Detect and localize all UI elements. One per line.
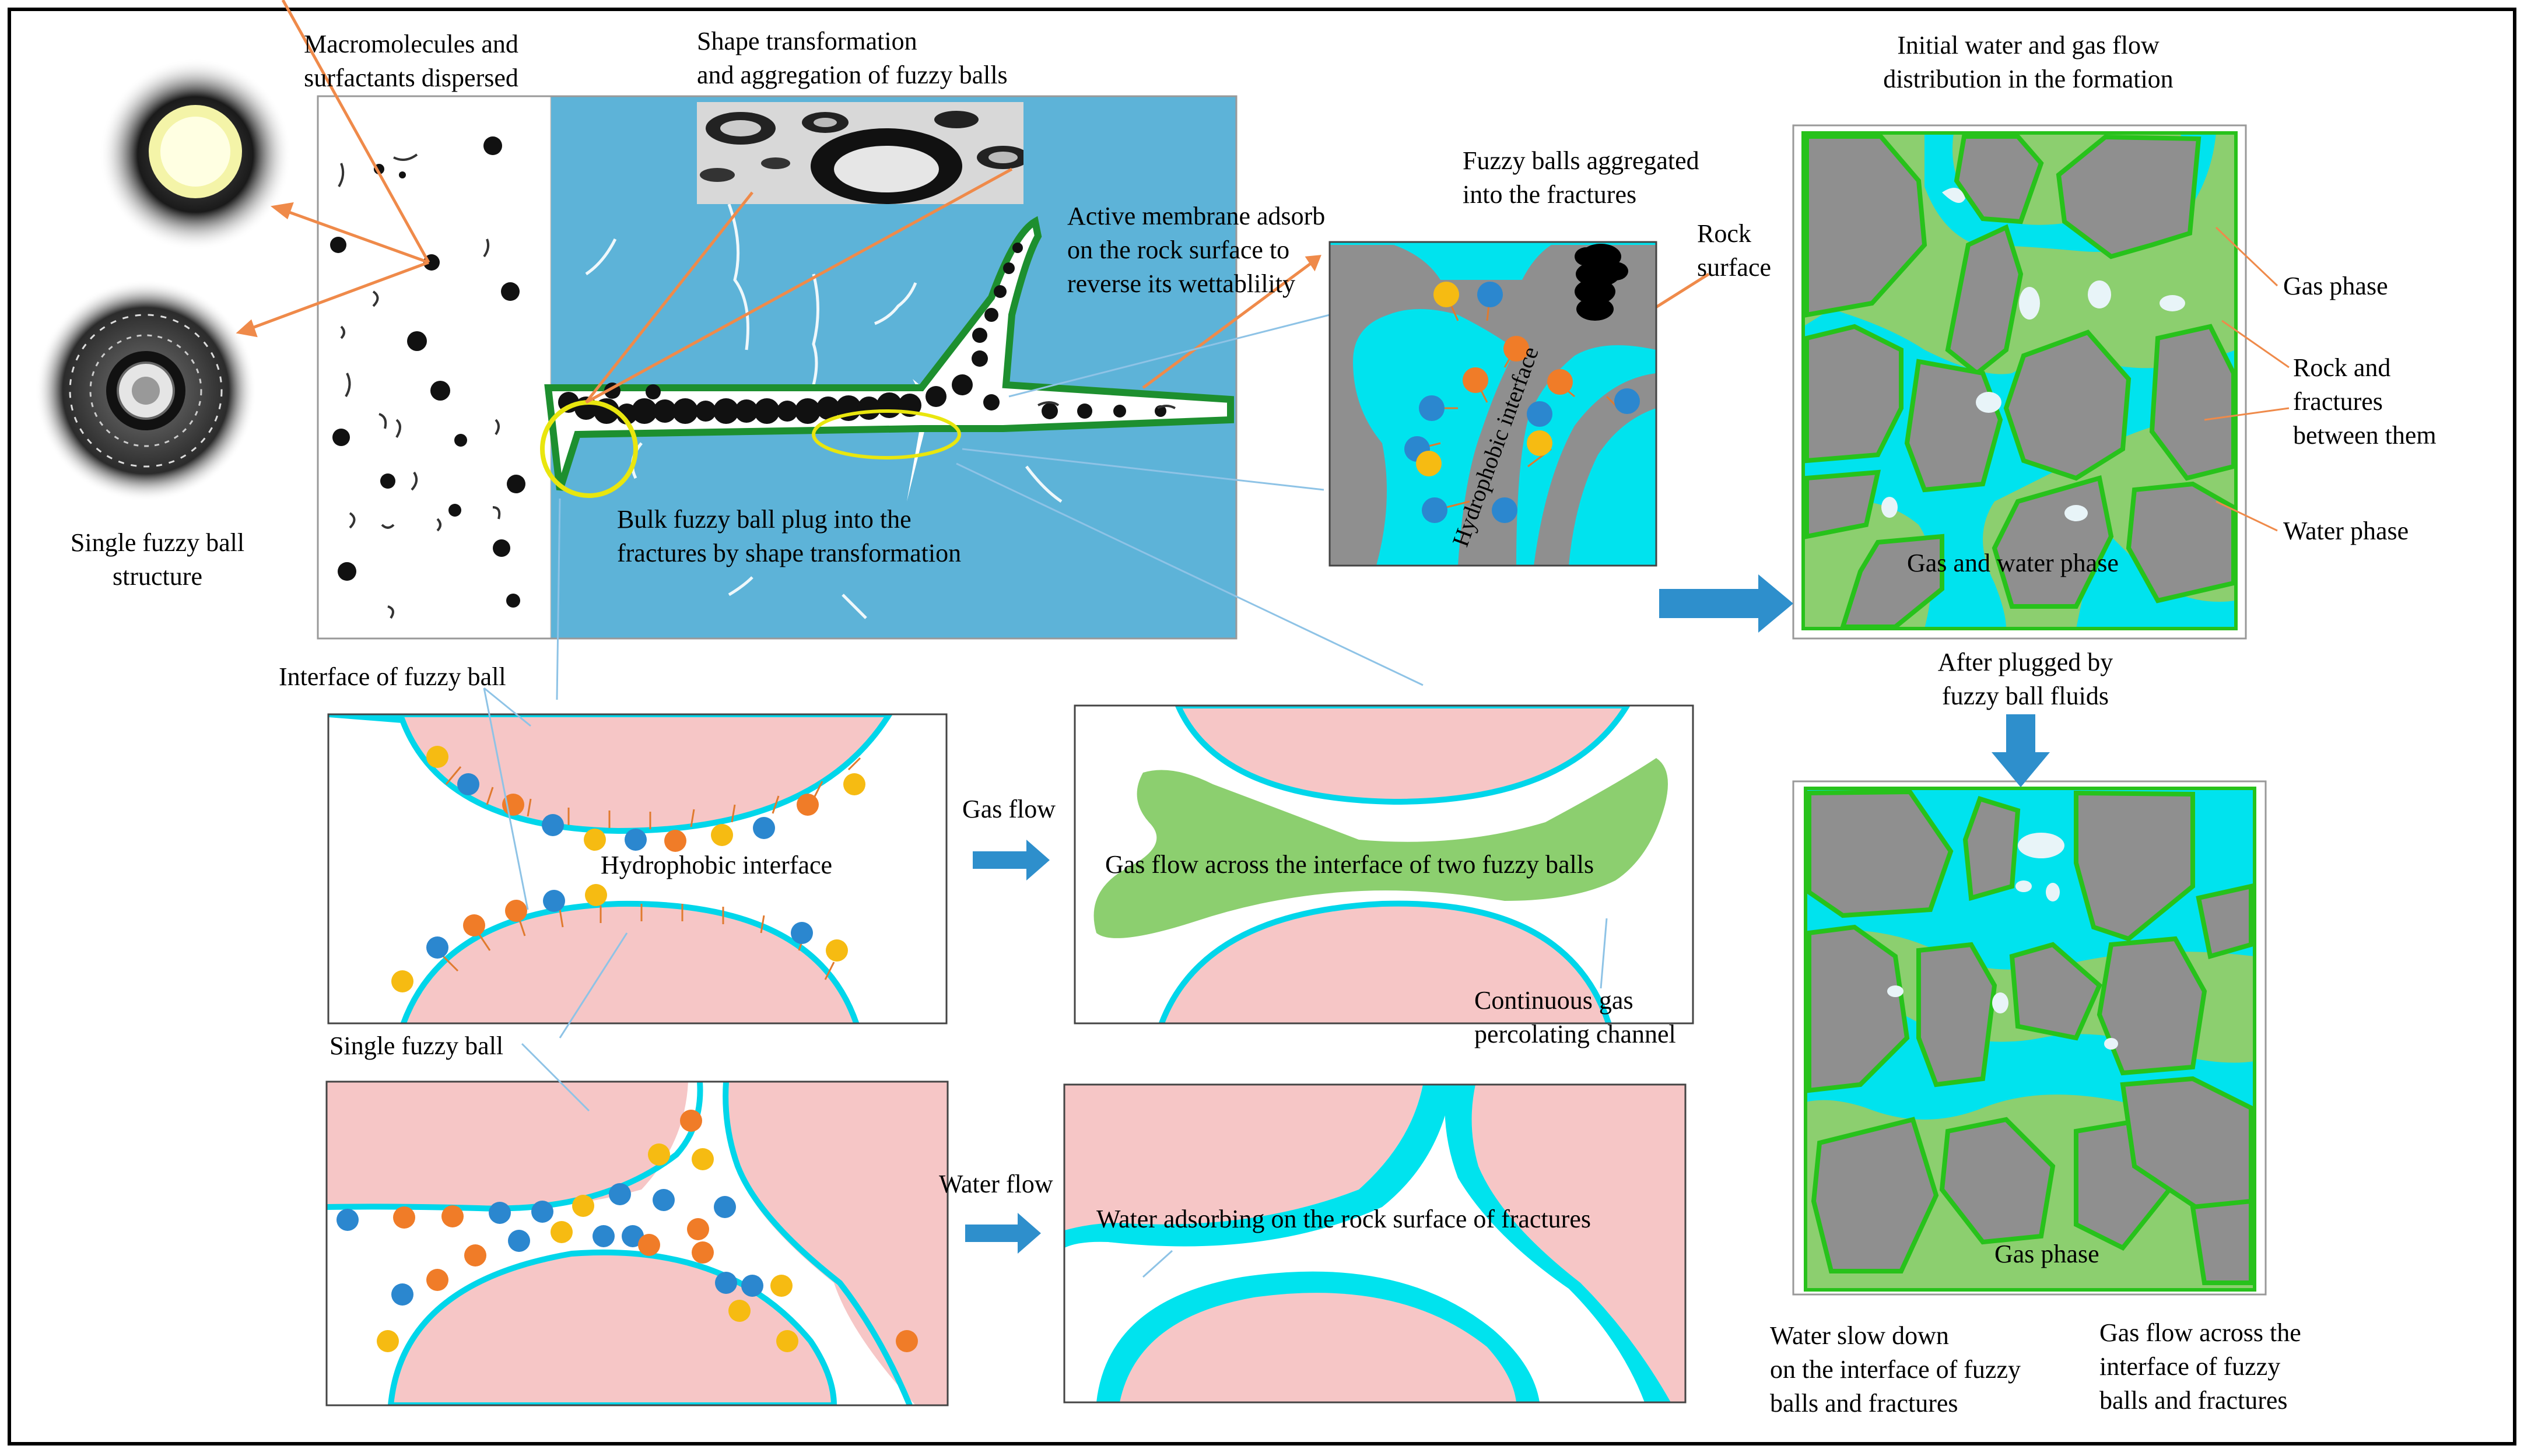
top-left-panel-border [317,95,1238,640]
water-adsorb-panel-border [1063,1083,1687,1404]
dispersion-panel [317,95,552,640]
fuzzy-ball-structure-image [35,280,257,501]
label-slow-1: Water slow down [1770,1321,1949,1350]
macromolecule-dots [330,136,525,608]
arrow-down-formation [1992,714,2050,787]
label-macro-2: surfactants dispersed [304,64,518,92]
formation-plugged-rocks [1807,789,2253,1285]
gas-flow-panel [1075,706,1693,1023]
label-bulk-2: fractures by shape transformation [617,539,961,567]
label-init-1: Initial water and gas flow [1897,31,2160,59]
surfactant-squiggles [338,153,501,619]
label-bulk-1: Bulk fuzzy ball plug into the [617,505,912,534]
label-gas-water: Gas and water phase [1907,549,2119,577]
arrow-gas-flow [973,840,1050,880]
arrow-water-flow [965,1213,1041,1254]
flow-arrows [965,574,2050,1254]
label-active-2: on the rock surface to [1067,236,1289,264]
inset-border [1328,241,1657,567]
pointer-lines [483,687,1608,1278]
labels: Macromolecules and surfactants dispersed… [71,27,2437,1418]
label-rockfrac-1: Rock and [2293,353,2390,382]
label-active-3: reverse its wettablility [1067,269,1295,298]
label-hydrophobic: Hydrophobic interface [601,851,832,879]
formation-initial-rocks [1804,134,2236,629]
formation-plugged-bubbles [1887,833,2118,1050]
formation-initial-outer [1792,124,2247,640]
label-rockfrac-3: between them [2293,421,2437,450]
label-gas-across: Gas flow across the interface of two fuz… [1105,850,1594,879]
fuzzy-ball-photo-top [99,58,292,251]
label-slow-2: on the interface of fuzzy [1770,1355,2021,1384]
label-init-2: distribution in the formation [1883,65,2173,93]
formation-plugged-panel [1806,788,2255,1290]
label-shape-1: Shape transformation [697,27,917,55]
label-slow-3: balls and fractures [1770,1389,1958,1418]
label-gas-flow: Gas flow [962,795,1056,823]
water-interface-panel-border [325,1080,949,1406]
label-gasacr-2: interface of fuzzy [2099,1352,2280,1381]
label-after-1: After plugged by [1938,648,2113,676]
label-interface-of: Interface of fuzzy ball [279,662,506,691]
gas-panel-border [1074,704,1694,1025]
formation-leaders [2204,226,2290,532]
label-cont-2: percolating channel [1474,1020,1676,1048]
label-shape-2: and aggregation of fuzzy balls [697,61,1008,89]
formation-initial-bubbles [1881,188,2185,521]
label-rock-2: surface [1697,253,1771,282]
interface-tails-top [445,757,861,829]
label-aggr-2: into the fractures [1463,180,1636,209]
formation-plugged-border [1804,787,2256,1292]
label-rock-1: Rock [1697,219,1751,248]
arrow-right-formation [1659,574,1793,633]
connector-lines [556,314,1424,700]
aggregated-black-balls [1575,244,1628,321]
label-water-phase: Water phase [2283,517,2409,545]
hydrophobic-interface-panel [328,714,947,1023]
formation-initial-border [1801,131,2238,630]
hydrophobic-panel-border [327,713,948,1025]
water-interface-panel [327,1082,948,1405]
label-aggr-1: Fuzzy balls aggregated [1463,146,1699,175]
label-macro-1: Macromolecules and [304,30,518,58]
aggregated-inset: Hydrophobic interface [1330,242,1656,566]
label-gas-phase-2: Gas phase [1994,1240,2099,1268]
label-water-adsorb: Water adsorbing on the rock surface of f… [1096,1205,1591,1233]
gas-channel [1093,758,1668,938]
label-rockfrac-2: fractures [2293,387,2383,416]
callout-ellipse [812,409,961,459]
label-water-flow: Water flow [939,1170,1053,1198]
water-adsorb-panel [1064,1085,1685,1402]
formation-initial-panel [1803,133,2236,629]
label-gasacr-3: balls and fractures [2099,1386,2288,1415]
label-gas-phase: Gas phase [2283,272,2388,300]
label-gasacr-1: Gas flow across the [2099,1318,2301,1347]
label-single-ball: Single fuzzy ball [329,1032,503,1060]
formation-plugged-outer [1792,780,2267,1296]
aggregation-photo [697,102,1023,204]
label-single-2: structure [113,562,202,591]
label-single-1: Single fuzzy ball [71,528,244,557]
label-after-2: fuzzy ball fluids [1942,682,2109,710]
label-cont-1: Continuous gas [1474,986,1633,1015]
label-active-1: Active membrane adsorb [1067,202,1325,230]
